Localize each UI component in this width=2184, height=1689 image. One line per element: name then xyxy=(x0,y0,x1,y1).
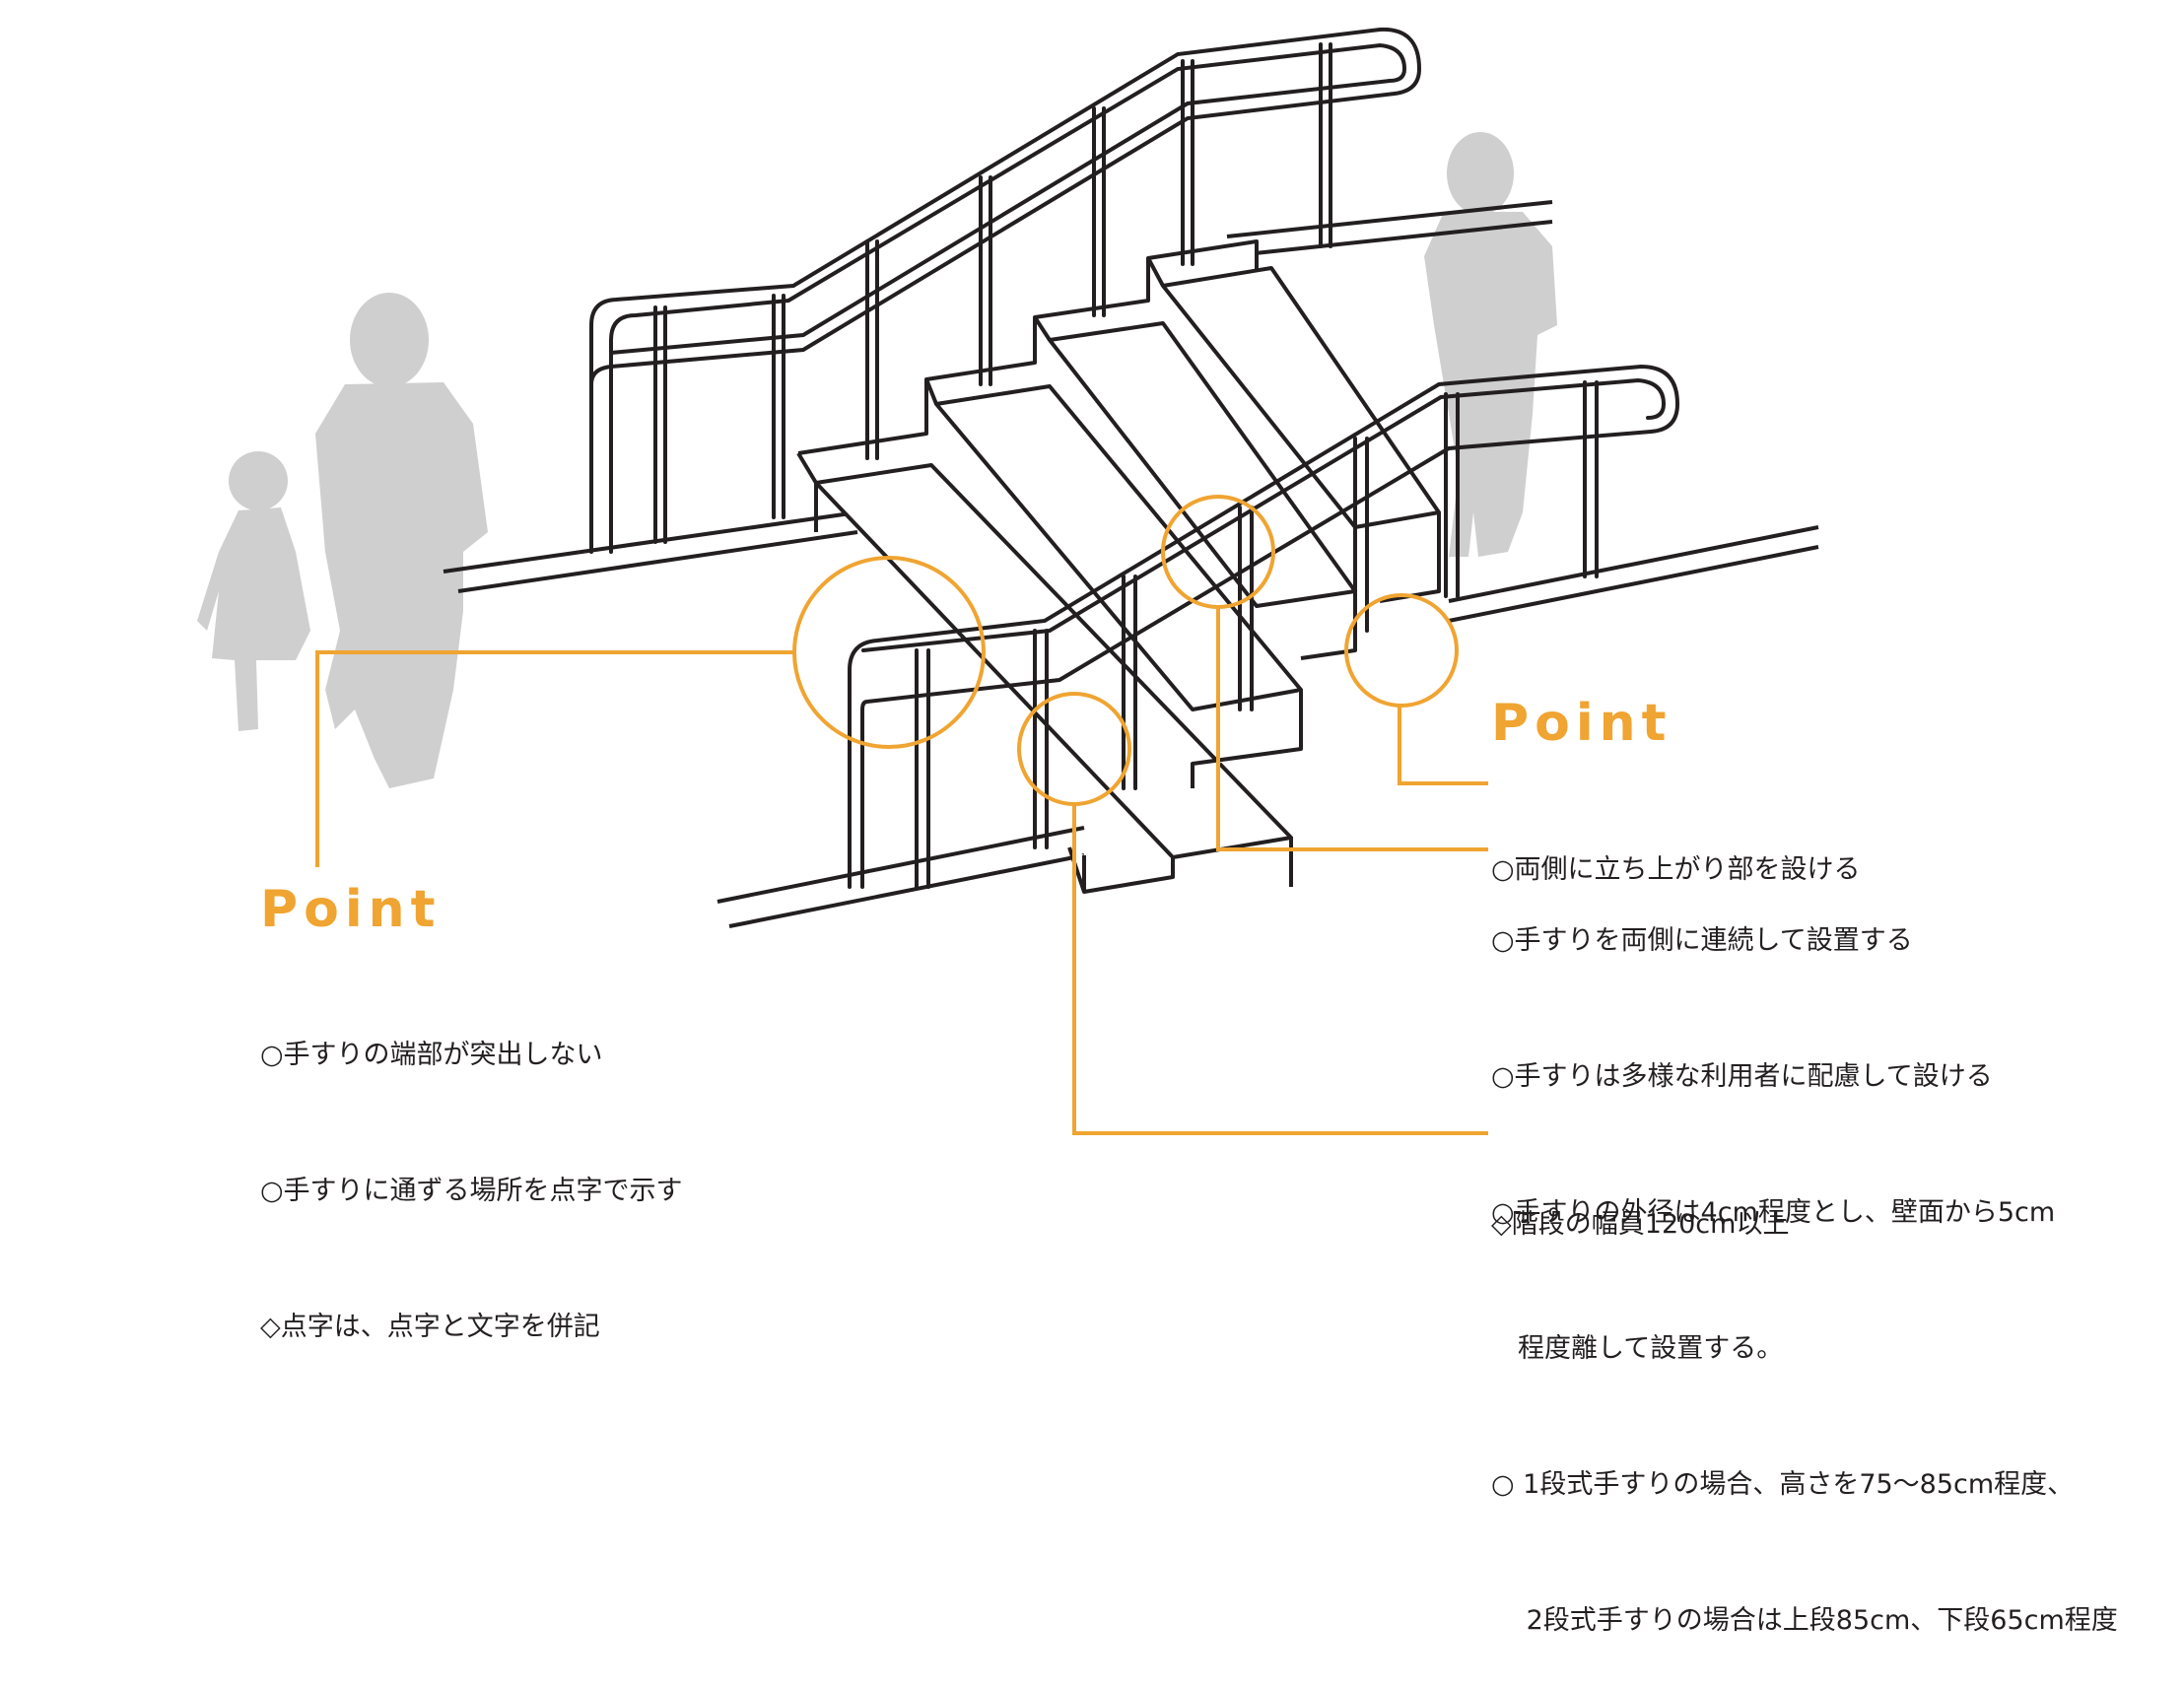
callout-circle-rise xyxy=(1344,593,1459,708)
callouts xyxy=(315,495,1488,1135)
left-point-item: ◇点字は、点字と文字を併記 xyxy=(260,1312,600,1342)
left-point-item: ○手すりに通ずる場所を点字で示す xyxy=(260,1176,683,1206)
staircase-illustration xyxy=(197,27,1819,1135)
right-point-item: ○両側に立ち上がり部を設ける xyxy=(1491,854,1861,885)
adult-silhouette-icon xyxy=(315,293,488,788)
right-point-item: ○ 1段式手すりの場合、高さを75～85cm程度、 xyxy=(1491,1469,2075,1500)
right-point-item: 程度離して設置する。 xyxy=(1491,1333,1784,1364)
leader-line-left xyxy=(315,650,794,867)
back-handrail xyxy=(589,27,1422,554)
leader-line-width xyxy=(1072,804,1488,1135)
ground-lines xyxy=(443,200,1819,928)
leader-line-continuous xyxy=(1216,607,1488,851)
right-point-item: ○手すりを両側に連続して設置する xyxy=(1491,925,1913,956)
right-point-list-top: ○両側に立ち上がり部を設ける xyxy=(1491,757,1861,938)
right-point-list-bottom: ◇階段の幅員120cm以上 xyxy=(1491,1112,1789,1293)
leader-line-rise xyxy=(1398,706,1488,785)
right-point-heading: Point xyxy=(1491,694,1672,753)
staircase xyxy=(796,239,1441,894)
left-point-heading: Point xyxy=(260,880,442,939)
front-handrail xyxy=(848,364,1680,889)
right-point-item: ○手すりは多様な利用者に配慮して設ける xyxy=(1491,1061,1993,1092)
walking-person-silhouette-icon xyxy=(1424,132,1557,557)
right-point-item: 2段式手すりの場合は上段85cm、下段65cm程度 xyxy=(1491,1605,2118,1636)
callout-circle-handrail-end xyxy=(792,556,986,749)
right-point-item: ◇階段の幅員120cm以上 xyxy=(1491,1209,1790,1240)
silhouette-group xyxy=(197,132,1557,788)
left-point-list: ○手すりの端部が突出しない ○手すりに通ずる場所を点字で示す ◇点字は、点字と文… xyxy=(260,942,683,1395)
child-silhouette-icon xyxy=(197,451,310,731)
left-point-item: ○手すりの端部が突出しない xyxy=(260,1040,603,1070)
